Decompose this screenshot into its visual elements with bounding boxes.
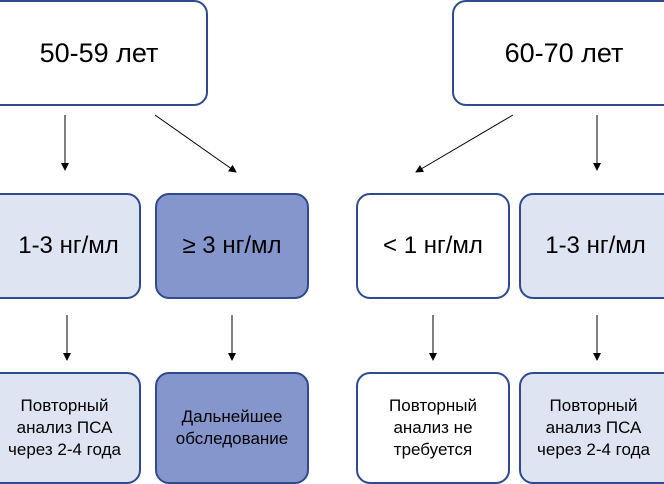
age-group-60-70-label: 60-70 лет xyxy=(504,37,624,68)
age-group-50-59: 50-59 лет xyxy=(0,0,208,106)
level-box-1-3-right: 1-3 нг/мл xyxy=(519,193,664,299)
age-group-50-59-label: 50-59 лет xyxy=(39,37,159,68)
action-box-repeat-test-right: Повторный анализ ПСА через 2-4 года xyxy=(519,372,664,484)
level-label: 1-3 нг/мл xyxy=(545,232,646,259)
age-group-60-70: 60-70 лет xyxy=(452,0,664,106)
action-box-further-exam: Дальнейшее обследование xyxy=(155,372,309,484)
action-box-repeat-test-left: Повторный анализ ПСА через 2-4 года xyxy=(0,372,141,484)
action-label: Повторный анализ ПСА через 2-4 года xyxy=(537,395,650,460)
level-box-lt-1: < 1 нг/мл xyxy=(356,193,510,299)
action-label: Повторный анализ не требуется xyxy=(389,395,477,460)
arrow-right-age-to-level3 xyxy=(415,114,514,173)
arrow-left-age-to-level2 xyxy=(154,114,237,173)
level-label: ≥ 3 нг/мл xyxy=(182,232,282,259)
level-box-gte-3: ≥ 3 нг/мл xyxy=(155,193,309,299)
level-label: 1-3 нг/мл xyxy=(18,232,119,259)
level-label: < 1 нг/мл xyxy=(383,232,483,259)
action-box-no-repeat: Повторный анализ не требуется xyxy=(356,372,510,484)
action-label: Повторный анализ ПСА через 2-4 года xyxy=(8,395,121,460)
level-box-1-3-left: 1-3 нг/мл xyxy=(0,193,141,299)
action-label: Дальнейшее обследование xyxy=(175,406,289,448)
